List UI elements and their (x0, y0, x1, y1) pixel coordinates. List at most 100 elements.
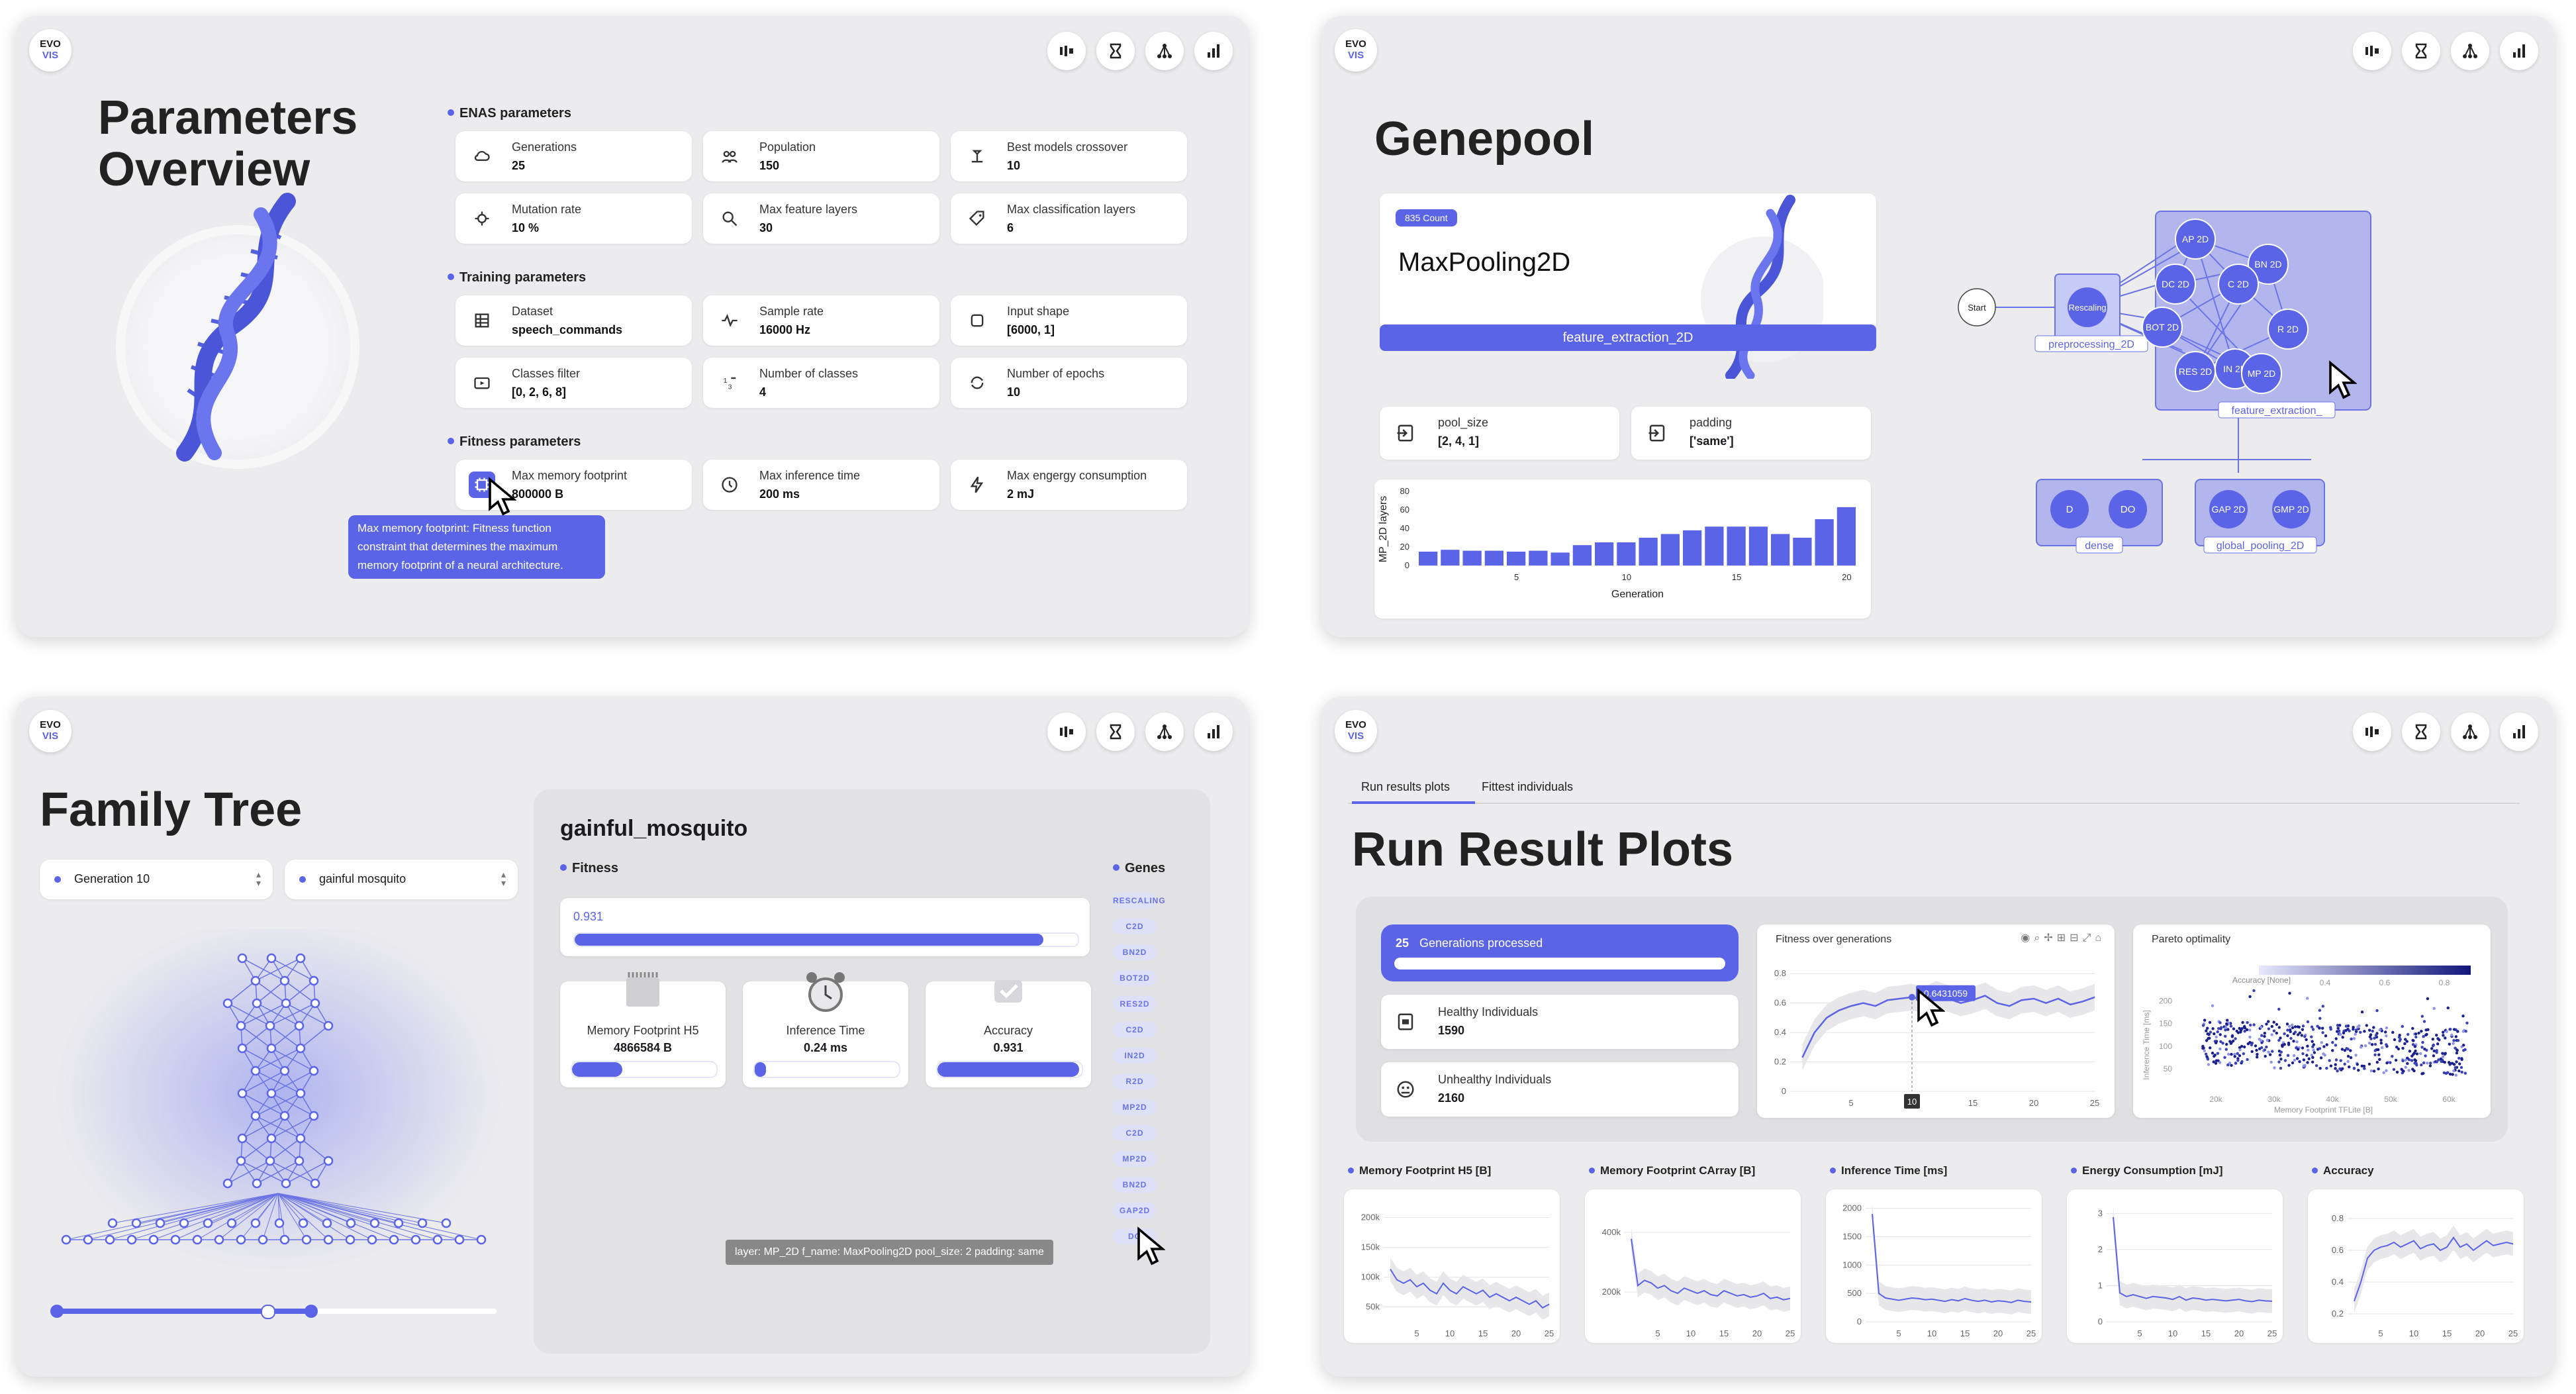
gene-chip[interactable]: MP2D (1113, 1099, 1157, 1115)
scatter-point (2421, 1040, 2424, 1044)
gene-chip[interactable]: C2D (1113, 1022, 1157, 1038)
scatter-point (2410, 1054, 2414, 1058)
hourglass-icon[interactable] (2402, 713, 2440, 751)
gene-chip[interactable]: BOT2D (1113, 970, 1157, 986)
settings-sliders-icon[interactable] (1047, 713, 1086, 751)
generation-slider[interactable] (50, 1305, 497, 1319)
scatter-point (2325, 1043, 2328, 1046)
individual-select[interactable]: gainful mosquito ▴▾ (285, 860, 518, 899)
tree-network-icon[interactable] (1145, 713, 1184, 751)
gene-chip[interactable]: BN2D (1113, 944, 1157, 960)
scatter-point (2287, 1064, 2291, 1067)
scatter-point (2319, 1056, 2323, 1060)
gene-chip[interactable]: MP2D (1113, 1151, 1157, 1167)
scatter-point (2267, 1050, 2270, 1054)
graph-node[interactable] (2142, 307, 2183, 348)
scatter-point (2270, 1024, 2273, 1028)
tab-run-results-plots[interactable]: Run results plots (1361, 780, 1451, 793)
scatter-point (2414, 1035, 2418, 1039)
enas-section-heading: ENAS parameters (448, 106, 571, 121)
gene-chip[interactable]: R2D (1113, 1073, 1157, 1089)
graph-node[interactable] (2241, 353, 2282, 394)
tree-network-icon[interactable] (2451, 32, 2489, 70)
settings-sliders-icon[interactable] (1047, 32, 1086, 70)
tree-network-icon[interactable] (1145, 32, 1184, 70)
scatter-point (2408, 1050, 2412, 1053)
gene-chip[interactable]: C2D (1113, 919, 1157, 934)
tree-node (389, 1234, 399, 1245)
graph-node[interactable] (2155, 264, 2196, 305)
scatter-point (2204, 1052, 2208, 1056)
graph-node[interactable] (2248, 244, 2289, 285)
graph-node[interactable] (2175, 219, 2216, 260)
scatter-point (2452, 1039, 2456, 1042)
param-card-input-shape[interactable]: Input shape[6000, 1] (951, 295, 1187, 346)
dense-label: dense (2085, 540, 2114, 552)
y-tick-label: 1500 (1842, 1231, 1862, 1241)
bar-chart-icon[interactable] (1194, 32, 1233, 70)
family-tree-graph[interactable] (40, 928, 516, 1273)
hourglass-icon[interactable] (1096, 713, 1135, 751)
gene-chip[interactable]: C2D (1113, 1125, 1157, 1141)
param-card-classes-filter[interactable]: Classes filter[0, 2, 6, 8] (455, 358, 692, 408)
chart-toolbar[interactable]: ◉⌕✢⊞⊟⤢⌂ (2021, 932, 2105, 944)
bar-chart-icon[interactable] (1194, 713, 1233, 751)
settings-sliders-icon[interactable] (2353, 713, 2391, 751)
gene-chip[interactable]: BN2D (1113, 1177, 1157, 1193)
scatter-point (2417, 1031, 2420, 1035)
tab-fittest-individuals[interactable]: Fittest individuals (1482, 780, 1574, 793)
slider-start-handle[interactable] (50, 1305, 64, 1318)
graph-node[interactable] (2218, 264, 2259, 305)
bar-chart-icon[interactable] (2500, 32, 2538, 70)
scatter-point (2321, 1005, 2324, 1008)
clock-icon (716, 472, 743, 498)
confidence-band (2354, 1225, 2513, 1313)
graph-node[interactable] (2267, 309, 2309, 350)
gene-chip[interactable]: RESCALING (1113, 893, 1165, 909)
slider-handle[interactable] (260, 1305, 275, 1319)
slider-handle[interactable] (305, 1305, 318, 1318)
gene-chip[interactable]: IN2D (1113, 1048, 1157, 1064)
tree-node (369, 1218, 380, 1228)
layer-card[interactable]: 835 Count MaxPooling2D (1380, 193, 1876, 379)
tree-node (295, 953, 306, 964)
settings-sliders-icon[interactable] (2353, 32, 2391, 70)
gene-chip[interactable]: RES2D (1113, 996, 1157, 1012)
hourglass-icon[interactable] (2402, 32, 2440, 70)
hourglass-icon[interactable] (1096, 32, 1135, 70)
scatter-point (2269, 1060, 2273, 1064)
bar (1617, 542, 1636, 566)
tree-network-icon[interactable] (2451, 713, 2489, 751)
bar-chart-icon[interactable] (2500, 713, 2538, 751)
scatter-point (2321, 1031, 2324, 1034)
scatter-point (2329, 1064, 2333, 1068)
generation-select[interactable]: Generation 10 ▴▾ (40, 860, 273, 899)
scatter-point (2267, 1027, 2271, 1030)
bar (1705, 526, 1724, 566)
scatter-point (2243, 1026, 2247, 1030)
gene-chip[interactable]: GAP2D (1113, 1203, 1157, 1219)
